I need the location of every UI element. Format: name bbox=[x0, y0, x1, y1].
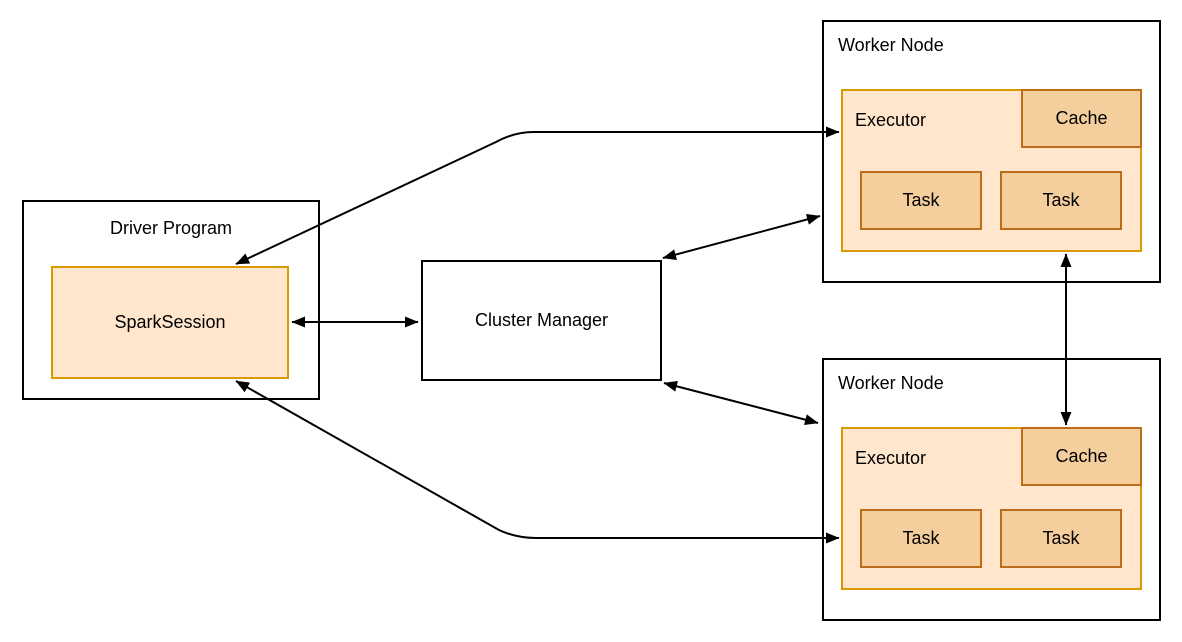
worker-2-executor-label: Executor bbox=[855, 448, 927, 468]
arrow-sparksession-worker2-executor bbox=[235, 380, 840, 544]
worker-node-1: Worker Node Executor Cache Task Task bbox=[822, 20, 1161, 283]
worker-1-task-1-label: Task bbox=[902, 190, 940, 210]
worker-1-task-2-label: Task bbox=[1042, 190, 1080, 210]
worker-1-executor-label: Executor bbox=[855, 110, 927, 130]
worker-node-2-label: Worker Node bbox=[838, 373, 944, 393]
worker-2-task-2-label: Task bbox=[1042, 528, 1080, 548]
worker-1-task-1: Task bbox=[860, 171, 982, 230]
driver-program-node: Driver Program SparkSession bbox=[22, 200, 320, 400]
worker-2-task-1: Task bbox=[860, 509, 982, 568]
spark-session-label: SparkSession bbox=[114, 312, 226, 332]
worker-1-cache-label: Cache bbox=[1055, 108, 1108, 128]
spark-session-node: SparkSession bbox=[51, 266, 289, 379]
cluster-manager-node: Cluster Manager bbox=[421, 260, 662, 381]
worker-node-1-label: Worker Node bbox=[838, 35, 944, 55]
worker-2-cache-label: Cache bbox=[1055, 446, 1108, 466]
worker-2-executor: Executor Cache Task Task bbox=[841, 427, 1142, 590]
arrow-sparksession-worker1-executor bbox=[235, 126, 840, 265]
driver-program-label: Driver Program bbox=[109, 218, 233, 238]
worker-1-task-2: Task bbox=[1000, 171, 1122, 230]
arrow-cluster-manager-worker2 bbox=[663, 380, 819, 426]
worker-1-cache: Cache bbox=[1021, 89, 1142, 148]
worker-node-2: Worker Node Executor Cache Task Task bbox=[822, 358, 1161, 621]
worker-2-task-2: Task bbox=[1000, 509, 1122, 568]
arrow-cluster-manager-worker1 bbox=[662, 214, 821, 260]
worker-2-cache: Cache bbox=[1021, 427, 1142, 486]
worker-2-task-1-label: Task bbox=[902, 528, 940, 548]
worker-1-executor: Executor Cache Task Task bbox=[841, 89, 1142, 252]
cluster-manager-label: Cluster Manager bbox=[474, 310, 609, 330]
